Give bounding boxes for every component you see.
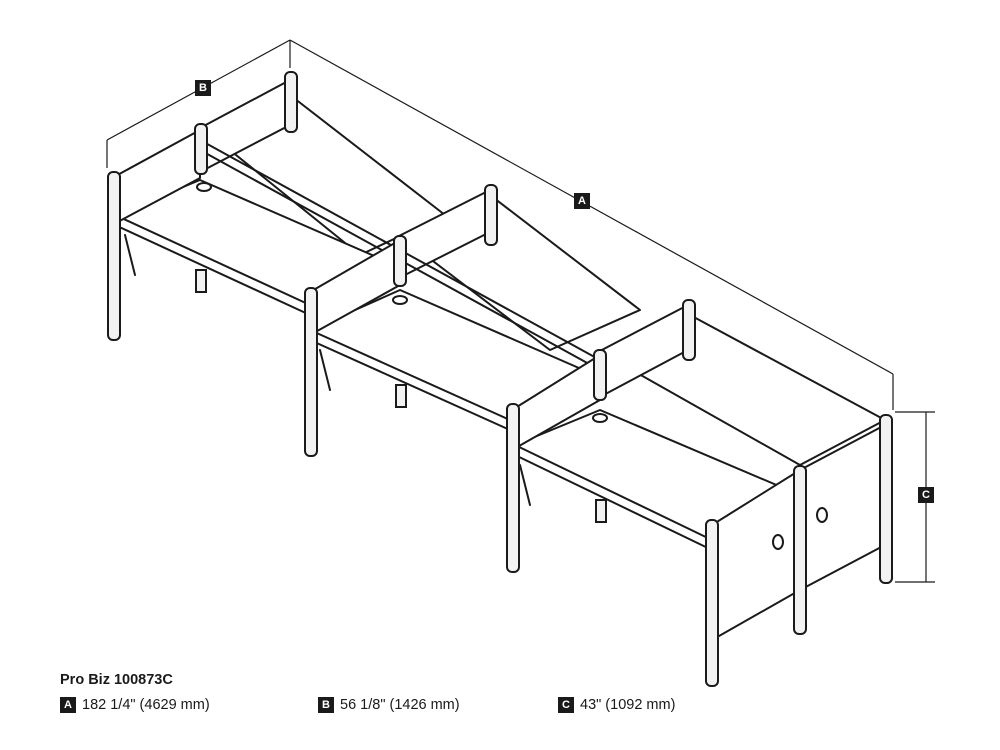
dimension-c: C bbox=[895, 411, 935, 583]
dimension-a: A bbox=[289, 39, 894, 410]
rear-leg bbox=[595, 499, 607, 523]
spec-c-value: 43" (1092 mm) bbox=[580, 697, 676, 713]
product-title: Pro Biz 100873C bbox=[60, 672, 173, 688]
spec-b-badge: B bbox=[318, 697, 334, 713]
spec-a-value: 182 1/4" (4629 mm) bbox=[82, 697, 210, 713]
callout-c-box bbox=[918, 487, 934, 503]
callout-a-box bbox=[574, 193, 590, 209]
grommet-icon bbox=[392, 295, 408, 305]
cable-port-icon bbox=[772, 534, 784, 550]
spec-b: B 56 1/8" (1426 mm) bbox=[318, 697, 460, 713]
dimension-b: B bbox=[106, 39, 291, 168]
callout-c-label: C bbox=[922, 489, 930, 501]
spec-a: A 182 1/4" (4629 mm) bbox=[60, 697, 210, 713]
post-spine-4 bbox=[793, 465, 807, 635]
post-front-2 bbox=[304, 287, 318, 457]
post-spine-3 bbox=[593, 349, 607, 401]
grommet-icon bbox=[196, 182, 212, 192]
divider-panels bbox=[111, 129, 886, 641]
spec-c: C 43" (1092 mm) bbox=[558, 697, 675, 713]
spec-a-badge: A bbox=[60, 697, 76, 713]
post-front-3 bbox=[506, 403, 520, 573]
spec-c-badge: C bbox=[558, 697, 574, 713]
rear-leg bbox=[195, 269, 207, 293]
post-back-3 bbox=[682, 299, 696, 361]
post-front-left bbox=[107, 171, 121, 341]
posts bbox=[107, 71, 893, 687]
post-back-4 bbox=[879, 414, 893, 584]
grommet-icon bbox=[592, 413, 608, 423]
post-spine-1 bbox=[194, 123, 208, 175]
post-back-2 bbox=[484, 184, 498, 246]
callout-b-label: B bbox=[199, 82, 207, 94]
spec-b-value: 56 1/8" (1426 mm) bbox=[340, 697, 460, 713]
callout-a-label: A bbox=[578, 195, 586, 207]
post-spine-2 bbox=[393, 235, 407, 287]
legs bbox=[124, 234, 607, 523]
rear-leg bbox=[395, 384, 407, 408]
post-front-4 bbox=[705, 519, 719, 687]
callout-b-box bbox=[195, 80, 211, 96]
cable-port-icon bbox=[816, 507, 828, 523]
post-back-1 bbox=[284, 71, 298, 133]
